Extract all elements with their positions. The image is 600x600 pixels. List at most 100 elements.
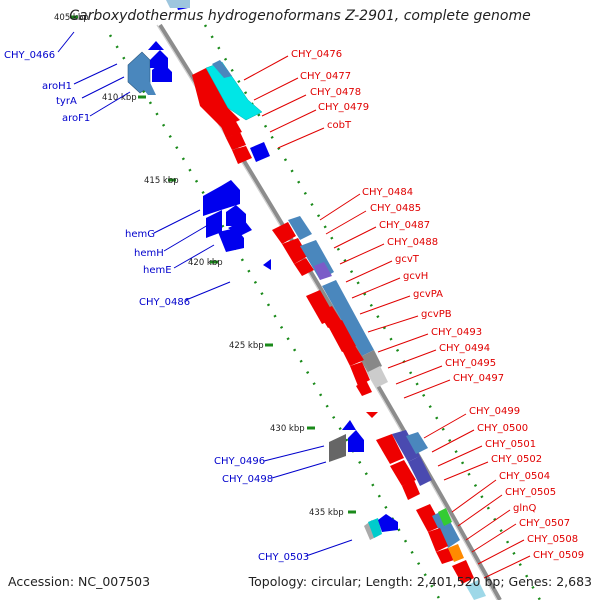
gene-feature bbox=[448, 544, 464, 562]
gene-feature bbox=[294, 258, 314, 276]
gene-label-reverse: CHY_0466 bbox=[4, 50, 55, 61]
leader-line bbox=[185, 281, 231, 301]
gene-feature bbox=[314, 262, 332, 280]
leader-line bbox=[477, 539, 525, 565]
leader-line bbox=[437, 445, 483, 467]
scale-label: 430 kbp bbox=[270, 424, 305, 434]
gene-label-forward: CHY_0488 bbox=[387, 237, 438, 248]
gene-label-reverse: CHY_0496 bbox=[214, 456, 265, 467]
leader-line bbox=[403, 379, 451, 399]
leader-line bbox=[359, 295, 411, 315]
leader-line bbox=[319, 193, 361, 221]
gene-feature bbox=[232, 146, 252, 164]
gene-feature bbox=[192, 68, 240, 128]
gene-feature bbox=[136, 70, 156, 95]
gene-feature bbox=[221, 180, 240, 210]
scale-label: 425 kbp bbox=[229, 341, 264, 351]
gene-label-forward: CHY_0493 bbox=[431, 327, 482, 338]
gene-label-forward: CHY_0500 bbox=[477, 423, 528, 434]
leader-line bbox=[471, 523, 517, 553]
accession-text: Accession: NC_007503 bbox=[8, 574, 151, 589]
gene-label-forward: gcvPA bbox=[413, 289, 443, 300]
leader-line bbox=[253, 77, 299, 101]
gene-feature bbox=[318, 306, 342, 328]
leader-line bbox=[269, 109, 317, 133]
gene-feature bbox=[436, 548, 454, 564]
gene-feature bbox=[342, 420, 356, 430]
leader-line bbox=[153, 209, 201, 234]
leader-line bbox=[325, 210, 367, 235]
leader-line bbox=[81, 76, 125, 99]
gene-feature bbox=[362, 350, 382, 372]
leader-line bbox=[387, 349, 437, 369]
scale-label: 415 kbp bbox=[144, 176, 179, 186]
gene-label-forward: CHY_0495 bbox=[445, 358, 496, 369]
gene-feature bbox=[466, 580, 486, 600]
gene-feature bbox=[348, 430, 364, 452]
gene-feature bbox=[350, 362, 370, 386]
gene-feature bbox=[272, 222, 296, 244]
reverse-genes bbox=[127, 0, 398, 540]
leader-line bbox=[57, 31, 75, 53]
gene-label-forward: CHY_0499 bbox=[469, 406, 520, 417]
gene-label-forward: cobT bbox=[327, 120, 352, 131]
gene-feature bbox=[390, 460, 416, 486]
gene-label-forward: gcvH bbox=[403, 271, 428, 282]
leader-line bbox=[351, 277, 401, 299]
gene-label-forward: CHY_0487 bbox=[379, 220, 430, 231]
gene-feature bbox=[322, 280, 374, 356]
gene-label-reverse: tyrA bbox=[56, 96, 77, 107]
leader-line bbox=[261, 94, 307, 117]
gene-feature bbox=[152, 62, 172, 82]
map-title: Carboxydothermus hydrogenoformans Z-2901… bbox=[69, 8, 531, 24]
scale-label: 420 kbp bbox=[188, 258, 223, 268]
gene-label-forward: CHY_0505 bbox=[505, 487, 556, 498]
gene-feature bbox=[226, 132, 246, 150]
gene-feature bbox=[166, 0, 190, 8]
leader-line bbox=[367, 315, 419, 333]
leader-line bbox=[333, 226, 377, 249]
leader-line bbox=[483, 555, 531, 579]
gene-feature bbox=[416, 504, 442, 532]
leader-line bbox=[451, 479, 497, 513]
gene-feature bbox=[228, 220, 252, 236]
gene-feature bbox=[342, 344, 364, 366]
gene-label-reverse: CHY_0486 bbox=[139, 297, 190, 308]
gene-label-forward: CHY_0479 bbox=[318, 102, 369, 113]
gene-feature bbox=[408, 456, 432, 486]
leader-line bbox=[271, 461, 327, 479]
leader-line bbox=[163, 224, 209, 252]
gene-label-forward: CHY_0507 bbox=[519, 518, 570, 529]
leader-line bbox=[89, 91, 131, 117]
gene-feature bbox=[378, 514, 398, 532]
leader-line bbox=[431, 429, 475, 453]
gene-feature bbox=[402, 480, 420, 500]
gene-feature bbox=[148, 41, 164, 50]
leader-line bbox=[345, 260, 393, 283]
leader-line bbox=[423, 413, 467, 439]
reverse-track bbox=[108, 34, 442, 600]
leader-line bbox=[465, 509, 511, 541]
gene-feature bbox=[432, 510, 460, 548]
gene-label-reverse: CHY_0503 bbox=[258, 552, 309, 563]
gene-label-reverse: aroF1 bbox=[62, 113, 90, 124]
gene-feature bbox=[226, 205, 246, 226]
leader-line bbox=[395, 365, 443, 385]
gene-label-forward: CHY_0494 bbox=[439, 343, 490, 354]
reverse-leaders bbox=[57, 31, 353, 557]
gene-label-forward: gcvPB bbox=[421, 309, 452, 320]
gene-feature bbox=[406, 432, 428, 454]
gene-label-forward: CHY_0485 bbox=[370, 203, 421, 214]
gene-label-forward: CHY_0508 bbox=[527, 534, 578, 545]
forward-leaders bbox=[243, 55, 531, 579]
gene-feature bbox=[368, 518, 382, 538]
gene-label-reverse: hemE bbox=[143, 265, 172, 276]
gene-feature bbox=[220, 118, 242, 138]
gene-feature bbox=[368, 366, 388, 388]
gene-feature bbox=[203, 186, 221, 216]
gene-label-forward: glnQ bbox=[513, 503, 536, 514]
forward-genes bbox=[166, 0, 486, 600]
leader-line bbox=[457, 494, 503, 527]
gene-label-forward: CHY_0502 bbox=[491, 454, 542, 465]
